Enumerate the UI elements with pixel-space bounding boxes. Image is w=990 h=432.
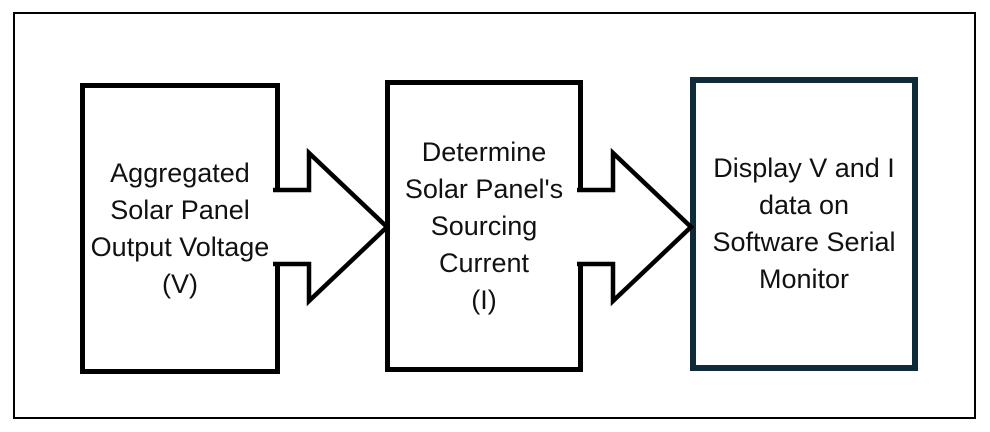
box-label-sourcing-current: Determine Solar Panel's Sourcing Current…: [404, 136, 564, 315]
box-label-display-monitor: Display V and I data on Software Serial …: [712, 153, 896, 294]
block-arrow-right-icon: [577, 147, 695, 307]
flow-box-aggregated-voltage: Aggregated Solar Panel Output Voltage (V…: [80, 83, 280, 374]
box-label-aggregated-voltage: Aggregated Solar Panel Output Voltage (V…: [90, 157, 270, 299]
flow-box-display-monitor: Display V and I data on Software Serial …: [690, 77, 918, 371]
arrow-outline: [273, 147, 391, 307]
flow-box-sourcing-current: Determine Solar Panel's Sourcing Current…: [385, 80, 583, 372]
arrow-outline: [577, 147, 695, 307]
block-arrow-right-icon: [273, 147, 391, 307]
